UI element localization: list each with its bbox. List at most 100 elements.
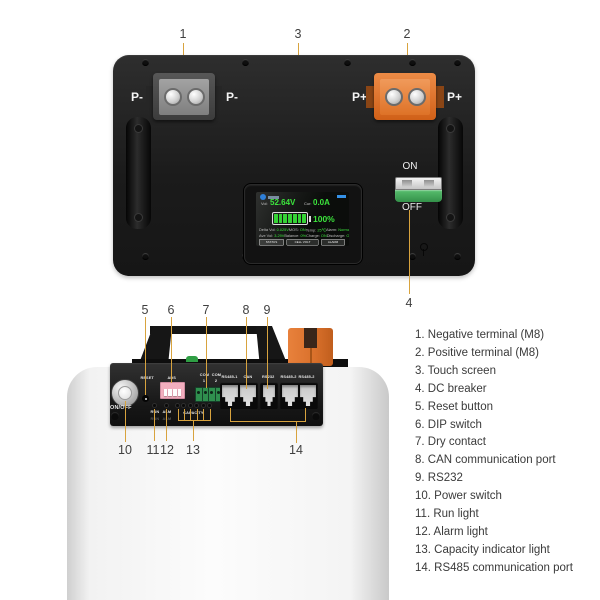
com2-number: 2	[214, 379, 218, 383]
callout-bracket-14-left	[230, 408, 231, 421]
callout-10: 10	[118, 443, 132, 457]
rs485-1-port	[222, 385, 238, 406]
port-label-can: CAN	[243, 375, 253, 379]
com1-number: 1	[202, 379, 206, 383]
screw-icon	[409, 59, 416, 66]
port-label-rs485-2a: RS485-2	[281, 375, 297, 379]
capacity-led	[181, 403, 187, 408]
callout-2: 2	[403, 27, 411, 41]
terminal-cell	[196, 388, 202, 401]
info-label: Discharge:	[326, 233, 346, 238]
callout-line-7	[206, 317, 207, 388]
com2-label: COM	[211, 373, 221, 377]
legend-item: 7. Dry contact	[415, 436, 486, 449]
screw-icon	[134, 213, 143, 222]
legend-item: 3. Touch screen	[415, 364, 496, 377]
ground-icon	[420, 243, 428, 251]
screw-icon	[446, 213, 455, 222]
negative-terminal-flange	[212, 86, 222, 108]
carry-handle-top	[150, 326, 270, 334]
alarm-led	[164, 403, 169, 408]
legend-item: 12. Alarm light	[415, 525, 488, 538]
screen-tab: STATUS	[259, 239, 284, 246]
screw-icon	[142, 59, 149, 66]
battery-bar	[302, 214, 307, 223]
info-label: Delta Vol:	[259, 228, 276, 232]
legend-item: 4. DC breaker	[415, 382, 487, 395]
dip-switch	[160, 382, 185, 399]
run-label: RUN	[150, 410, 160, 414]
right-handle	[438, 117, 463, 229]
callout-line-4	[409, 210, 410, 294]
info-value: Normal	[338, 228, 349, 232]
port-label-rs485-2b: RS485-2	[299, 375, 315, 379]
current-value: 0.0A	[313, 198, 330, 207]
current-label: Cur:	[304, 202, 312, 206]
info-value: ON	[320, 233, 327, 238]
callout-7: 7	[202, 303, 210, 317]
battery-bar	[297, 214, 302, 223]
legend-item: 10. Power switch	[415, 490, 502, 503]
info-label: MOS:	[288, 228, 299, 232]
breaker-on-label: ON	[402, 161, 418, 172]
screen-tab: CELL VOLT	[286, 239, 319, 246]
info-value: 0%	[300, 233, 307, 238]
brand-logo-icon	[260, 194, 266, 200]
screw-icon	[454, 59, 461, 66]
legend-item: 13. Capacity indicator light	[415, 543, 550, 556]
orange-connector-groove	[310, 348, 312, 364]
screw-icon	[111, 412, 119, 420]
info-value: ON	[346, 234, 349, 238]
reset-pin	[144, 397, 147, 400]
breaker-slot	[424, 180, 434, 187]
volt-label: Vol:	[261, 202, 268, 206]
positive-terminal-flange	[366, 86, 376, 108]
screen-status-indicator	[337, 195, 346, 198]
green-connector	[186, 356, 198, 362]
callout-line-14	[296, 421, 297, 443]
callout-line-9	[267, 317, 268, 389]
run-led	[152, 403, 157, 408]
legend: 1. Negative terminal (M8) 2. Positive te…	[415, 327, 573, 578]
positive-terminal-flange	[434, 86, 444, 108]
terminal-cell	[209, 388, 215, 401]
screen-info-row-1: Delta Vol: 0.025V MOS: ON Temp: 25℃ Alar…	[259, 228, 349, 233]
callout-line-8	[246, 317, 247, 389]
screw-icon	[446, 124, 455, 133]
callout-tick-13	[177, 409, 179, 420]
dip-switch-lever	[173, 389, 177, 396]
callout-11: 11	[146, 443, 160, 457]
callout-tick-13	[196, 409, 198, 420]
info-label: Alarm:	[325, 228, 338, 232]
info-label: Ave Vol:	[259, 233, 274, 238]
positive-terminal-label-left: P+	[352, 90, 368, 104]
legend-item: 2. Positive terminal (M8)	[415, 346, 539, 359]
screw-icon	[344, 59, 351, 66]
capacity-label: CAPACITY	[182, 411, 204, 415]
legend-item: 14. RS485 communication port	[415, 561, 573, 574]
battery-bar	[278, 214, 283, 223]
terminal-cell	[215, 388, 221, 401]
battery-bar	[274, 214, 278, 223]
breaker-rocker	[395, 190, 442, 202]
ground-icon-stem	[423, 249, 424, 256]
callout-4: 4	[405, 296, 413, 310]
negative-terminal-screw	[187, 88, 205, 106]
capacity-led	[194, 403, 200, 408]
can-port	[240, 385, 256, 406]
com1-label: COM	[199, 373, 209, 377]
port-label-rs485-1: RS485-1	[222, 375, 238, 379]
positive-terminal-screw	[408, 88, 426, 106]
callout-tick-13	[203, 409, 205, 420]
breaker-off-label: OFF	[402, 202, 422, 213]
screw-icon	[134, 124, 143, 133]
positive-terminal-label-right: P+	[447, 90, 463, 104]
callout-5: 5	[141, 303, 149, 317]
info-label: Balance:	[284, 233, 300, 238]
legend-item: 8. CAN communication port	[415, 454, 556, 467]
callout-8: 8	[242, 303, 250, 317]
info-label: Temp:	[305, 228, 317, 233]
callout-tick-13	[190, 409, 192, 420]
rs232-port	[263, 385, 275, 406]
callout-line-6	[171, 317, 172, 383]
